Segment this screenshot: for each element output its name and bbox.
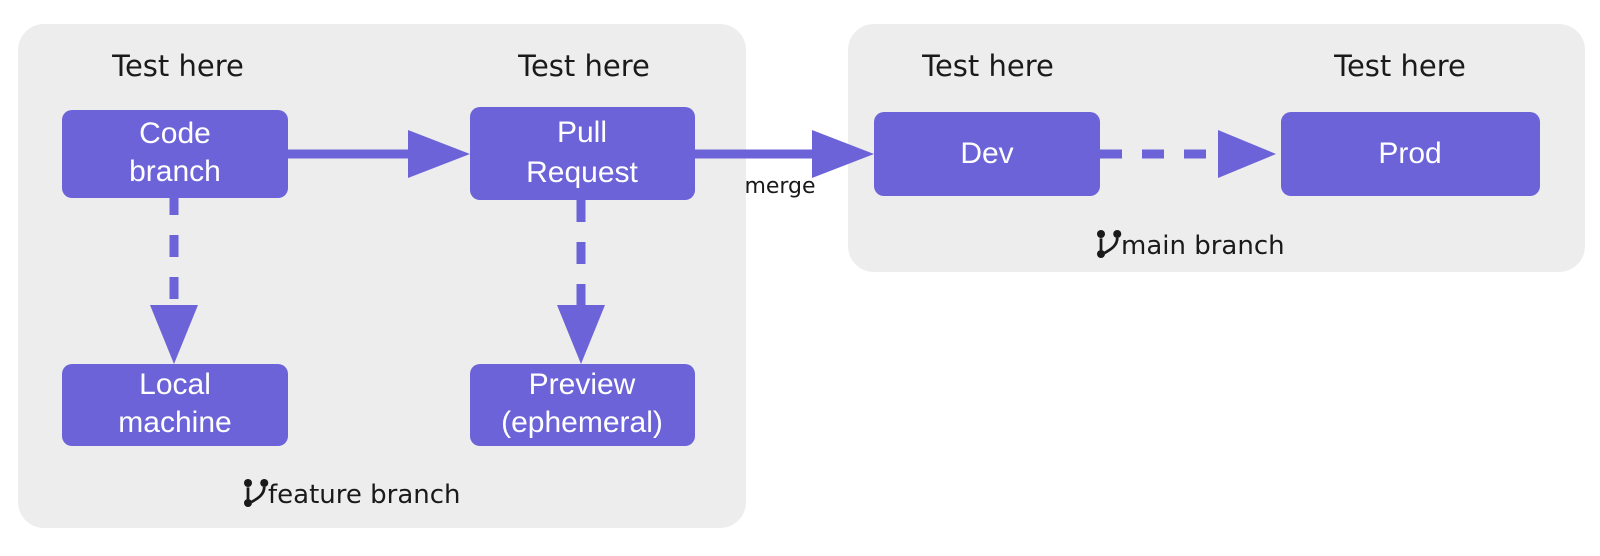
node-pull-request[interactable]: Pull Request: [470, 107, 695, 200]
arrow-head-icon: [557, 305, 605, 364]
node-local-machine-line-2: machine: [118, 406, 231, 439]
feature-branch-panel: [18, 24, 746, 528]
node-dev-box[interactable]: [874, 112, 1100, 196]
node-pull-request-line-2: Request: [526, 156, 638, 189]
feature-branch-footer: feature branch: [244, 479, 461, 510]
main-branch-label: main branch: [1121, 231, 1285, 261]
node-code-branch[interactable]: Code branch: [62, 110, 288, 198]
node-code-branch-line-2: branch: [129, 155, 221, 188]
node-preview[interactable]: Preview (ephemeral): [470, 364, 695, 446]
node-preview-line-2: (ephemeral): [501, 406, 663, 439]
test-here-label-pull-request: Test here: [517, 49, 650, 83]
git-branch-icon: [244, 479, 269, 507]
node-dev-line-1: Dev: [960, 137, 1013, 170]
node-code-branch-line-1: Code: [139, 117, 211, 150]
feature-branch-label: feature branch: [268, 480, 461, 510]
arrow-head-icon: [150, 305, 198, 364]
node-prod-box[interactable]: [1281, 112, 1540, 196]
node-pull-request-box[interactable]: [470, 107, 695, 200]
edge-label-merge: merge: [744, 174, 815, 199]
test-here-label-dev: Test here: [921, 49, 1054, 83]
node-prod-line-1: Prod: [1378, 137, 1441, 170]
node-preview-line-1: Preview: [529, 368, 636, 401]
arrow-head-icon: [408, 130, 470, 178]
node-preview-box[interactable]: [470, 364, 695, 446]
node-prod[interactable]: Prod: [1281, 112, 1540, 196]
git-branch-icon: [1097, 230, 1122, 258]
edge-code-branch-to-local-machine: [150, 193, 198, 364]
node-code-branch-box[interactable]: [62, 110, 288, 198]
edge-dev-to-prod: [1100, 130, 1276, 178]
node-pull-request-line-1: Pull: [557, 116, 607, 149]
main-branch-panel: [848, 24, 1585, 272]
test-here-label-code-branch: Test here: [111, 49, 244, 83]
node-local-machine[interactable]: Local machine: [62, 364, 288, 446]
arrow-head-icon: [812, 130, 874, 178]
node-local-machine-line-1: Local: [139, 368, 211, 401]
test-here-label-prod: Test here: [1333, 49, 1466, 83]
edge-pull-request-to-dev: merge: [695, 130, 874, 199]
node-dev[interactable]: Dev: [874, 112, 1100, 196]
arrow-head-icon: [1218, 130, 1276, 178]
node-local-machine-box[interactable]: [62, 364, 288, 446]
edge-pull-request-to-preview: [557, 200, 605, 364]
main-branch-footer: main branch: [1097, 230, 1285, 261]
edge-code-branch-to-pull-request: [288, 130, 470, 178]
